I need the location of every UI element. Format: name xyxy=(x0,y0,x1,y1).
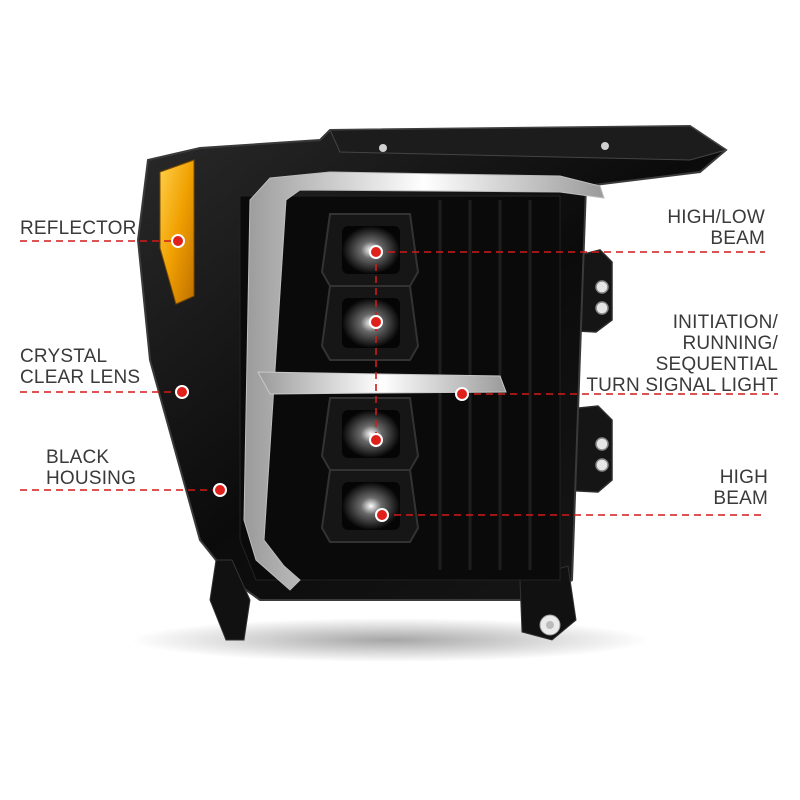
dot-initiation xyxy=(455,387,469,401)
dot-crystal-lens xyxy=(175,385,189,399)
label-initiation-line-2: RUNNING/ xyxy=(682,333,778,354)
top-screw-left xyxy=(379,144,387,152)
label-high-low-line-1: HIGH/LOW xyxy=(667,207,765,228)
dot-high-beam-lower xyxy=(375,508,389,522)
projector-modules xyxy=(320,213,420,543)
label-reflector-line-1: REFLECTOR xyxy=(20,218,137,239)
label-initiation-line-3: SEQUENTIAL xyxy=(655,354,778,375)
amber-reflector xyxy=(159,159,195,305)
top-screw-right xyxy=(601,142,609,150)
label-high-low-line-2: BEAM xyxy=(710,228,765,249)
dot-reflector xyxy=(171,234,185,248)
led-horizontal-bar xyxy=(257,371,507,395)
lower-bracket-left xyxy=(209,559,251,641)
label-initiation-line-1: INITIATION/ xyxy=(672,312,778,333)
label-high-beam: HIGH BEAM xyxy=(713,467,768,509)
label-high-beam-line-1: HIGH xyxy=(719,467,768,488)
label-high-beam-line-2: BEAM xyxy=(713,488,768,509)
leader-lines xyxy=(20,240,778,516)
top-rim xyxy=(329,125,728,161)
label-black-housing: BLACK HOUSING xyxy=(46,447,136,489)
dot-high-low-lower xyxy=(369,315,383,329)
dot-black-housing xyxy=(213,483,227,497)
label-housing-line-2: HOUSING xyxy=(46,468,137,489)
label-initiation-line-4: TURN SIGNAL LIGHT xyxy=(586,375,778,396)
dot-high-beam-upper xyxy=(369,433,383,447)
leader-dots xyxy=(171,234,469,522)
ground-shadow xyxy=(130,618,650,662)
label-high-low-beam: HIGH/LOW BEAM xyxy=(667,207,765,249)
label-crystal-clear-lens: CRYSTAL CLEAR LENS xyxy=(20,346,140,388)
label-crystal-line-2: CLEAR LENS xyxy=(20,367,141,388)
label-housing-line-1: BLACK xyxy=(46,447,110,468)
dot-high-low-upper xyxy=(369,245,383,259)
label-reflector: REFLECTOR xyxy=(20,218,137,239)
led-light-guide xyxy=(243,171,605,591)
label-crystal-line-1: CRYSTAL xyxy=(20,346,108,367)
label-initiation-running-sequential: INITIATION/ RUNNING/ SEQUENTIAL TURN SIG… xyxy=(586,312,778,396)
